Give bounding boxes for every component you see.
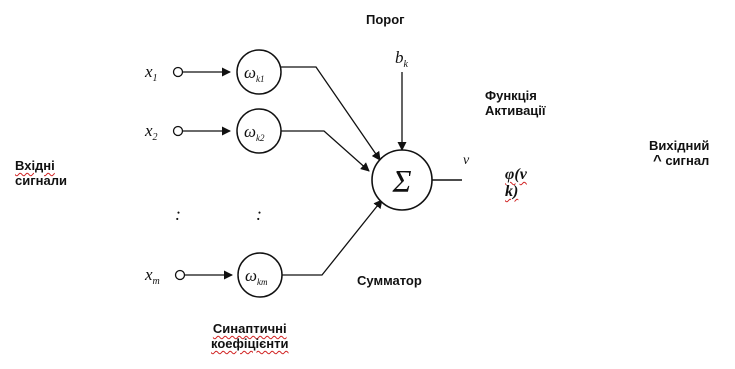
threshold-label: Порог <box>366 12 405 27</box>
input-x1-label: x1 <box>144 62 158 84</box>
input-xm-label: xm <box>144 265 160 287</box>
summator-output-var: v <box>463 153 470 168</box>
ellipsis-weights: : <box>256 204 262 224</box>
weight-km-label: ωkm <box>245 266 268 287</box>
weight-node-1 <box>236 49 282 95</box>
connection-1 <box>281 66 381 161</box>
input-node-1 <box>172 66 184 78</box>
weight-k1-label: ωk1 <box>244 63 265 84</box>
threshold-symbol: bk <box>395 48 409 70</box>
output-signal-label: Вихідний ^ сигнал <box>649 138 710 169</box>
ellipsis-inputs: : <box>175 204 181 224</box>
summator-symbol: Σ <box>391 163 411 199</box>
summator-label: Сумматор <box>357 273 422 288</box>
output-caret: ^ <box>652 152 662 169</box>
input-node-m <box>174 269 186 281</box>
input-node-2 <box>172 125 184 137</box>
input-x2-label: x2 <box>144 121 158 143</box>
connection-2 <box>281 130 370 172</box>
weight-k2-label: ωk2 <box>244 122 265 143</box>
connection-m <box>282 199 383 276</box>
